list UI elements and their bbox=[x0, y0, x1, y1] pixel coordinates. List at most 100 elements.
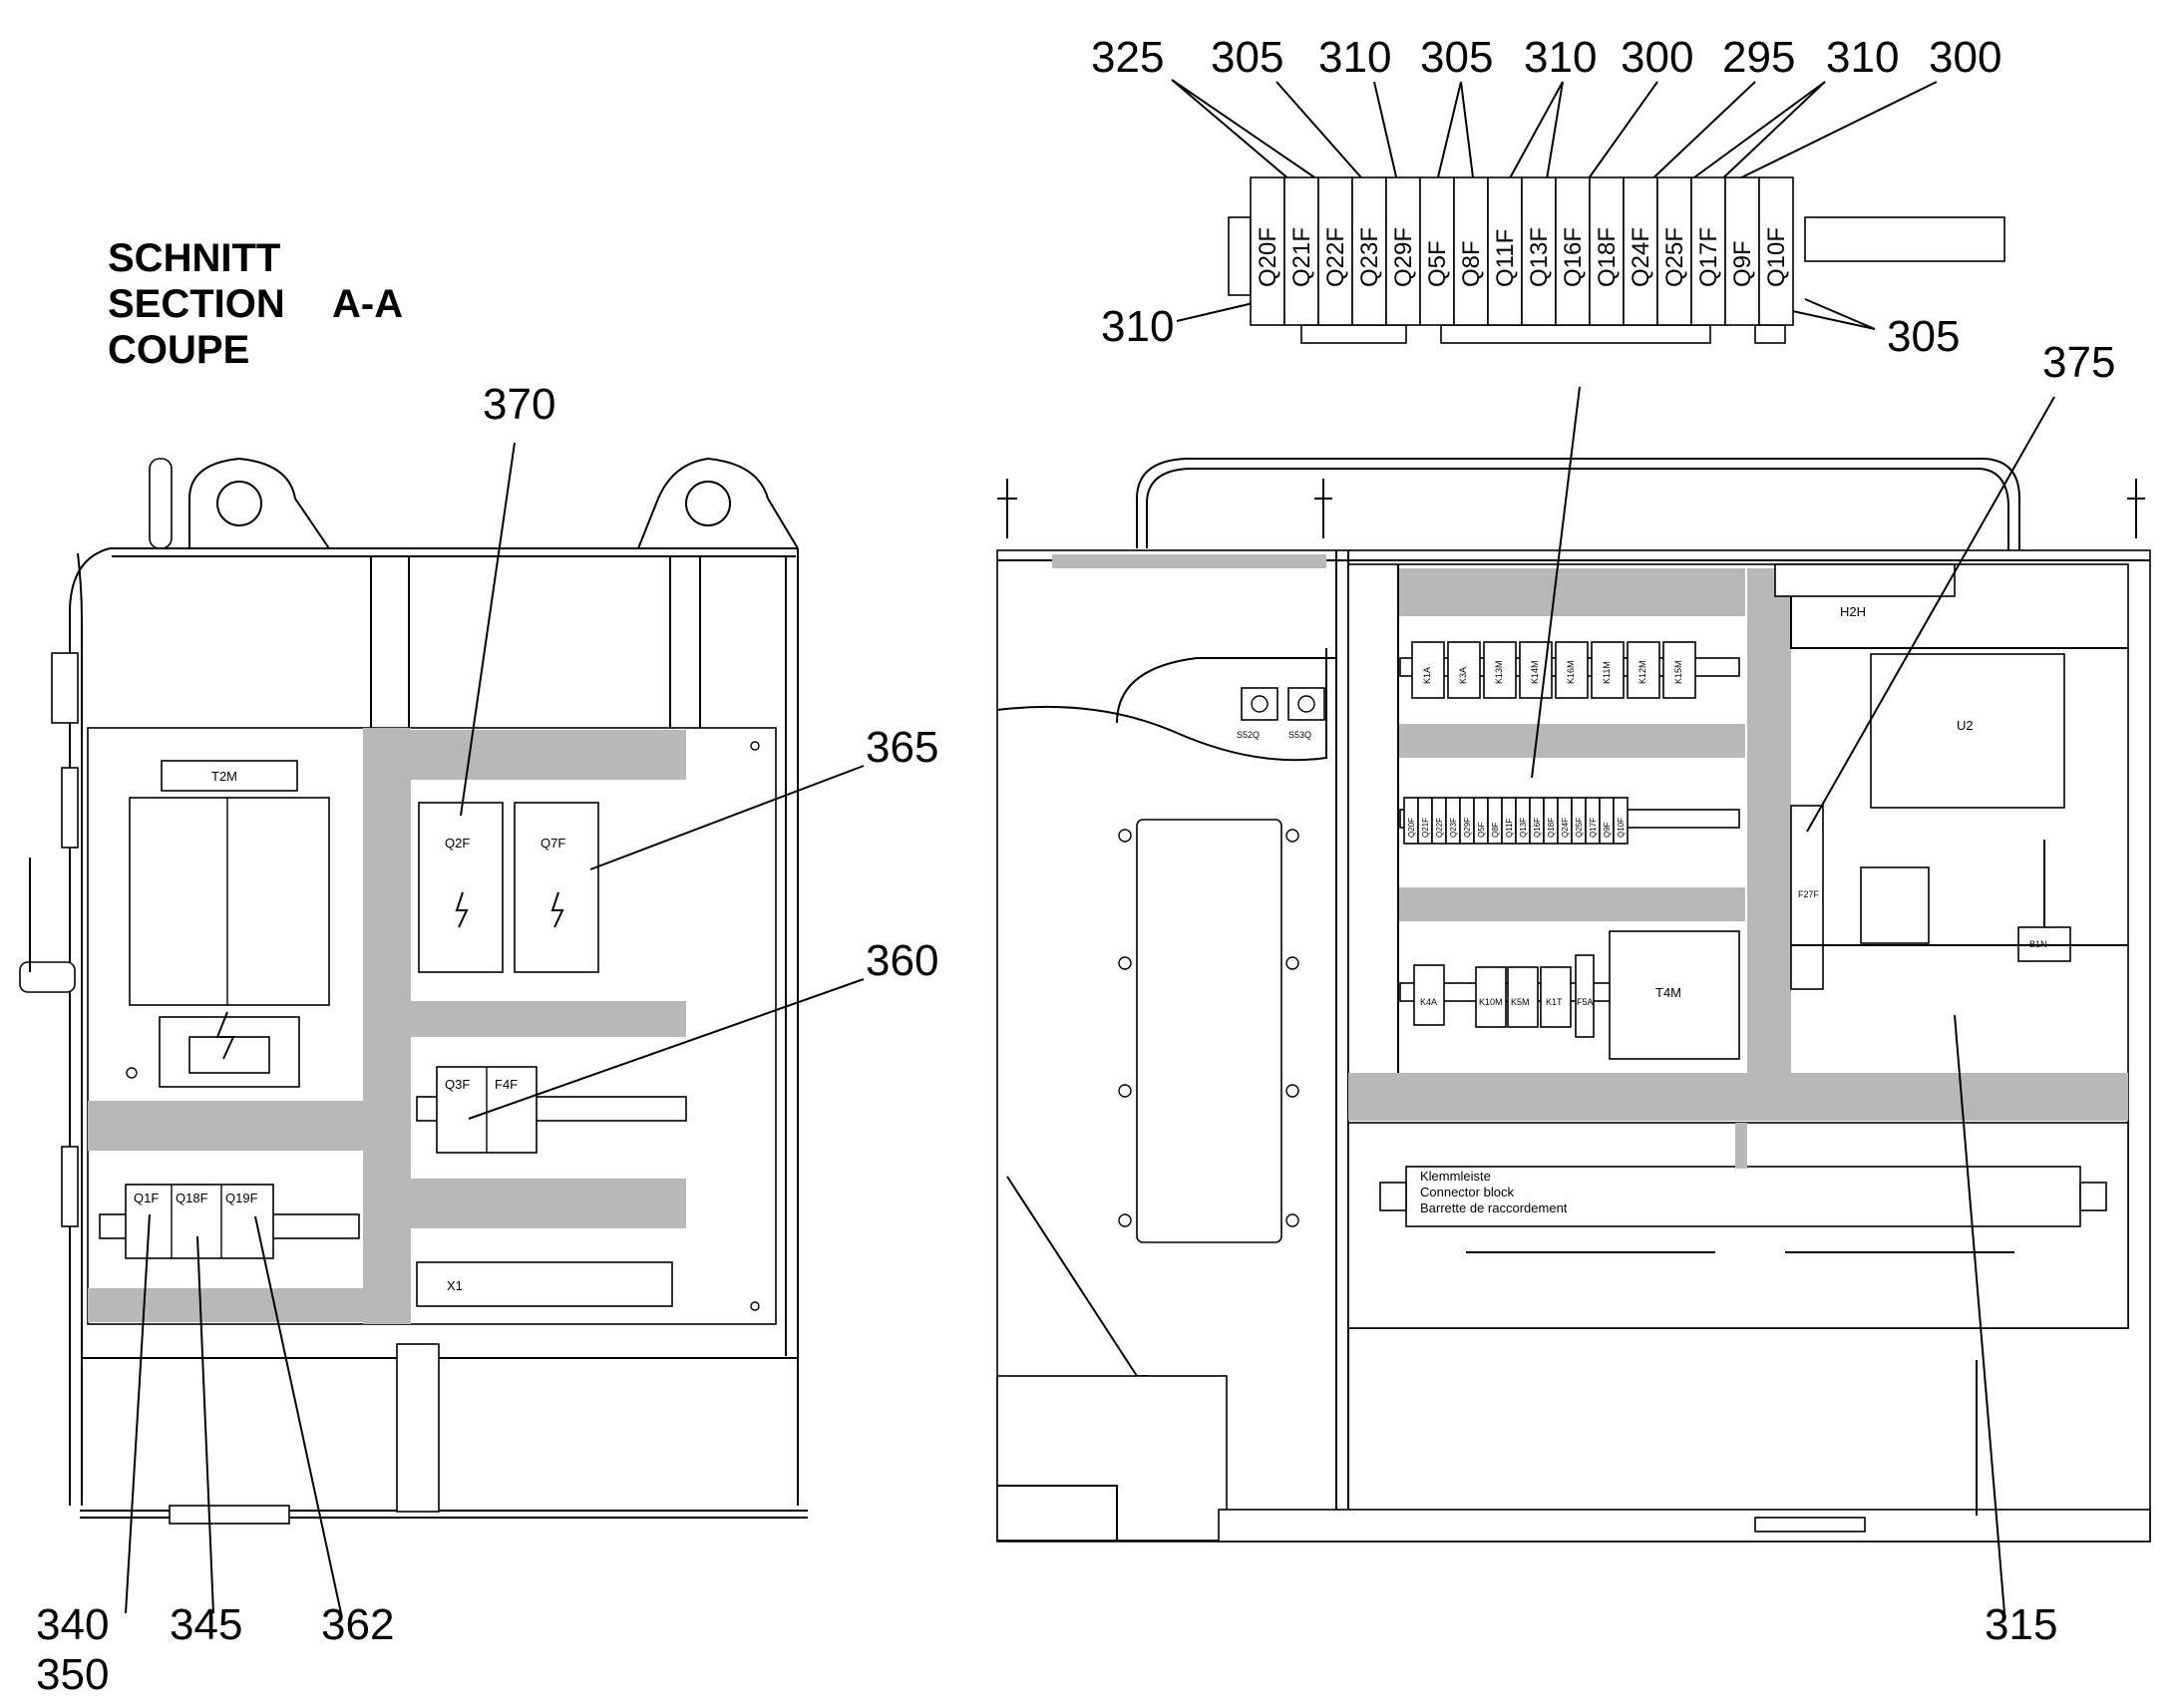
mini-module-label: Q20F bbox=[1407, 818, 1416, 838]
breaker-group-upper: Q2F Q7F bbox=[418, 802, 599, 973]
detail-module-strip: 325 305 310 305 310 300 295 310 300 bbox=[1091, 33, 2005, 361]
transformer-t4m-label: T4M bbox=[1655, 985, 1681, 1000]
module-q21f bbox=[1283, 176, 1319, 326]
callout-top-6: 300 bbox=[1621, 33, 1693, 82]
callout-315: 315 bbox=[1985, 1600, 2057, 1649]
contactor-k5m bbox=[1507, 966, 1539, 1028]
unit-u2 bbox=[1870, 653, 2065, 809]
cable-duct-3 bbox=[411, 1179, 686, 1228]
duct-row-2 bbox=[1398, 724, 1745, 758]
outer-wall-left-inner bbox=[77, 552, 83, 1506]
mini-module-label: Q29F bbox=[1463, 818, 1472, 838]
module-label: Q18F bbox=[1594, 227, 1621, 287]
terminal-x1 bbox=[416, 1261, 673, 1307]
mini-module-label: Q8F bbox=[1491, 822, 1500, 838]
cable-duct-5 bbox=[88, 1288, 363, 1322]
base-block bbox=[996, 1375, 1228, 1541]
title-section-id: A-A bbox=[332, 282, 403, 326]
cable-duct-vertical bbox=[363, 728, 411, 1324]
cable-duct-2 bbox=[411, 1001, 686, 1037]
callout-top-3: 310 bbox=[1318, 33, 1391, 82]
contactor-k13m bbox=[1483, 641, 1517, 699]
module-label: Q10F bbox=[1763, 227, 1790, 287]
leader-375 bbox=[1806, 396, 2055, 833]
terminal-x1-label: X1 bbox=[447, 1278, 463, 1293]
switch-s53q bbox=[1287, 687, 1325, 721]
display-bracket bbox=[1790, 596, 2128, 649]
support-post bbox=[396, 1343, 440, 1513]
breaker-f4f-label: F4F bbox=[495, 1077, 518, 1092]
callout-365: 365 bbox=[866, 723, 938, 772]
leader-315 bbox=[1954, 1014, 2005, 1614]
rail-clip-right bbox=[1754, 324, 1786, 344]
contactor-k5m-label: K5M bbox=[1511, 997, 1530, 1007]
leader-detail bbox=[1531, 386, 1581, 779]
callout-top-5: 310 bbox=[1524, 33, 1597, 82]
fuse-f27f-label: F27F bbox=[1798, 889, 1820, 899]
module-label: Q29F bbox=[1390, 227, 1417, 287]
switch-s53q-label: S53Q bbox=[1288, 730, 1311, 740]
breaker-q7f bbox=[514, 802, 599, 973]
callout-370: 370 bbox=[483, 380, 555, 429]
screw-icon bbox=[126, 1067, 138, 1079]
switch-s53q-knob bbox=[1297, 695, 1315, 713]
connector-end-right bbox=[2079, 1182, 2107, 1211]
rail-clip-center bbox=[1440, 324, 1711, 344]
callout-305-right: 305 bbox=[1887, 312, 1960, 361]
bolt-icon bbox=[1285, 1213, 1299, 1227]
contactor-label: K1A bbox=[1422, 667, 1432, 684]
breaker-q3f-label: Q3F bbox=[445, 1077, 470, 1092]
callout-350: 350 bbox=[36, 1650, 109, 1699]
rail-end-stop bbox=[1228, 216, 1252, 296]
title-line-2: SECTION bbox=[108, 282, 285, 326]
floor-bracket bbox=[169, 1505, 290, 1525]
mini-module-label: Q11F bbox=[1505, 818, 1514, 838]
contactor-k4a-label: K4A bbox=[1420, 997, 1437, 1007]
transformer-t2m-body bbox=[129, 797, 330, 1006]
panel-bolts bbox=[1118, 829, 1299, 1227]
module-label: Q24F bbox=[1628, 227, 1654, 287]
bolt-icon bbox=[1285, 829, 1299, 843]
fuse-f27f bbox=[1790, 805, 1824, 990]
module-label: Q17F bbox=[1695, 227, 1722, 287]
base-door bbox=[1218, 1509, 2151, 1542]
title-line-1: SCHNITT bbox=[108, 236, 280, 280]
screw-icon bbox=[750, 1301, 760, 1311]
mini-module-label: Q23F bbox=[1449, 818, 1458, 838]
breaker-q1f-q19f bbox=[125, 1184, 274, 1259]
breaker-q7f-label: Q7F bbox=[541, 836, 565, 851]
cable-duct-vertical-right bbox=[1747, 568, 1791, 1073]
module-q22f bbox=[1317, 176, 1353, 326]
contactor-k3a bbox=[1447, 641, 1481, 699]
module-label: Q20F bbox=[1255, 227, 1281, 287]
module-q24f bbox=[1623, 176, 1658, 326]
lifting-eye-right bbox=[637, 457, 799, 549]
mini-module-label: Q22F bbox=[1435, 818, 1444, 838]
contactor-label: K11M bbox=[1602, 661, 1612, 684]
callout-top-1: 325 bbox=[1091, 33, 1164, 82]
transformer-t2m-label: T2M bbox=[211, 769, 237, 784]
mini-module-label: Q25F bbox=[1575, 818, 1584, 838]
mini-module-label: Q16F bbox=[1533, 818, 1542, 838]
left-section-view: T2M Q2F Q7F Q3F F4F bbox=[19, 380, 938, 1699]
cable-duct-4 bbox=[88, 1101, 363, 1151]
breaker-q1f-label: Q1F bbox=[134, 1191, 159, 1205]
leader-370 bbox=[460, 442, 516, 817]
bolt-icon bbox=[1285, 956, 1299, 970]
switch-s52q bbox=[1241, 687, 1278, 721]
bolt-icon bbox=[1285, 1084, 1299, 1098]
contactor-k11m bbox=[1591, 641, 1625, 699]
module-q9f bbox=[1724, 176, 1760, 326]
transformer-t4m bbox=[1609, 930, 1740, 1060]
contactor-label: K13M bbox=[1494, 660, 1504, 684]
display-mount bbox=[1774, 563, 1956, 597]
module-q5f bbox=[1419, 176, 1455, 326]
module-q16f bbox=[1555, 176, 1591, 326]
mini-module-label: Q5F bbox=[1477, 822, 1486, 838]
module-label: Q25F bbox=[1661, 227, 1688, 287]
lightning-icon bbox=[455, 891, 469, 928]
contactor-k12m bbox=[1627, 641, 1660, 699]
callout-310-left: 310 bbox=[1101, 302, 1174, 351]
connector-block-label-fr: Barrette de raccordement bbox=[1420, 1200, 1568, 1215]
